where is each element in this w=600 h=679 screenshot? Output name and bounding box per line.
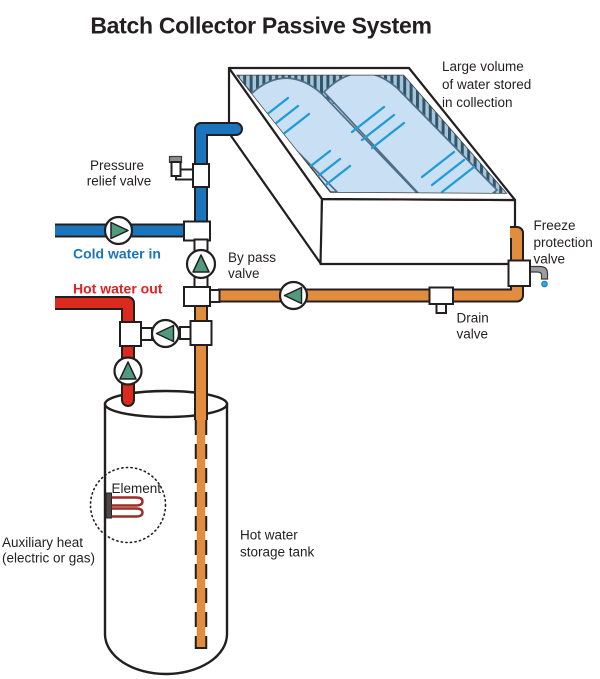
drain-valve-icon xyxy=(428,286,454,314)
collector-water-tank-right xyxy=(322,75,499,193)
label-pressure-relief-line2: relief valve xyxy=(87,174,152,189)
bypass-tee xyxy=(183,286,211,307)
return-tee-stub xyxy=(179,326,192,340)
heating-element-icon xyxy=(111,496,144,518)
pressure-relief-valve-icon xyxy=(168,155,210,188)
label-bypass-line1: By pass xyxy=(228,250,276,265)
label-element: Element xyxy=(112,481,162,496)
label-collector-line1: Large volume xyxy=(442,59,524,74)
faucet-icon xyxy=(529,265,549,280)
return-check-valve xyxy=(150,318,181,349)
batch-collector xyxy=(227,66,517,266)
label-drain-line1: Drain xyxy=(457,311,489,326)
prv-body xyxy=(192,163,210,188)
storage-tank-body xyxy=(103,402,229,676)
flow-triangle-left xyxy=(283,286,303,305)
label-cold-water-in: Cold water in xyxy=(73,246,161,262)
bypass-check-valve xyxy=(185,248,217,280)
heating-element xyxy=(89,466,167,544)
page-title: Batch Collector Passive System xyxy=(90,13,431,39)
label-drain-line2: valve xyxy=(457,327,489,342)
return-line-tee xyxy=(189,320,213,346)
hot-tee-stub xyxy=(140,327,153,341)
flow-triangle-up xyxy=(119,361,137,380)
label-freeze-line2: protection xyxy=(534,235,593,250)
label-freeze-line1: Freeze xyxy=(534,218,576,233)
label-storage-tank-line1: Hot water xyxy=(240,528,298,543)
solar-loop-check-valve xyxy=(278,280,309,311)
freeze-protection-valve-icon xyxy=(507,259,549,288)
label-aux-heat-line2: (electric or gas) xyxy=(2,551,95,566)
freeze-valve-body xyxy=(507,259,531,287)
flow-triangle-left xyxy=(155,324,175,343)
element-mount-plate xyxy=(105,492,112,519)
label-aux-heat-line1: Auxiliary heat xyxy=(2,535,83,550)
labels: Large volume of water stored in collecti… xyxy=(2,59,593,566)
label-pressure-relief-line1: Pressure xyxy=(90,158,144,173)
hot-line-tee xyxy=(119,321,142,347)
cold-inlet-check-valve xyxy=(103,215,134,246)
label-collector-line3: in collection xyxy=(442,95,513,110)
label-storage-tank-line2: storage tank xyxy=(240,545,315,560)
hot-water-storage-tank xyxy=(103,389,229,676)
label-hot-water-out: Hot water out xyxy=(73,281,163,297)
label-freeze-line3: valve xyxy=(534,252,566,267)
drain-body xyxy=(428,286,454,305)
flow-triangle-up xyxy=(192,254,210,273)
label-collector-line2: of water stored xyxy=(442,77,531,92)
element-dotted-circle xyxy=(89,466,167,544)
tank-outlet-check-valve xyxy=(113,356,143,386)
bypass-tee-stub xyxy=(209,289,221,303)
collector-front-face xyxy=(319,197,517,266)
water-drop-icon xyxy=(541,280,548,288)
prv-upright xyxy=(170,161,182,177)
cold-riser-pipe xyxy=(196,124,241,233)
flow-triangle-right xyxy=(110,221,129,240)
corrugated-absorber-right-icon xyxy=(386,75,506,193)
label-bypass-line2: valve xyxy=(228,266,260,281)
cold-inlet-tee xyxy=(183,220,211,242)
